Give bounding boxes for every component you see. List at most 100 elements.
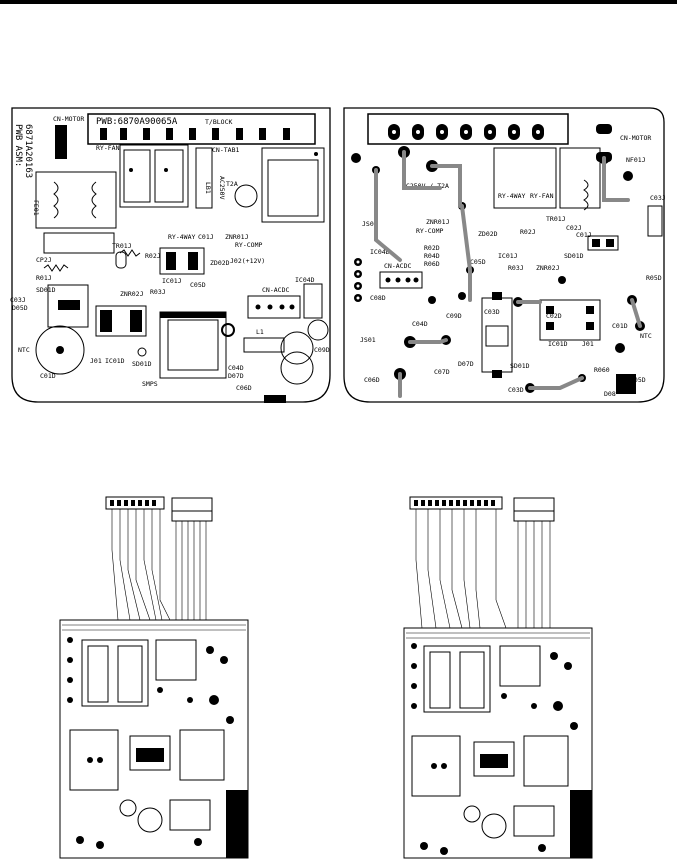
label-r-js02: JS02 <box>362 220 378 228</box>
label-t2a: T2A <box>226 180 238 188</box>
label-ac250v: AC250V <box>218 176 226 200</box>
label-r-c04d: C04D <box>412 320 428 328</box>
label-r-r02j: R02J <box>520 228 536 236</box>
label-r01j: R01J <box>36 274 52 282</box>
label-r-znr02j: ZNR02J <box>536 264 560 272</box>
bottom-right-assembly <box>403 496 593 859</box>
label-r-c07d: C07D <box>434 368 450 376</box>
pwb-title-block <box>87 113 316 145</box>
label-r-r05d-b: R05D <box>630 376 646 384</box>
relay-fan <box>119 144 189 208</box>
label-c04d: C04D <box>228 364 244 372</box>
label-cn-motor: CN-MOTOR <box>53 115 84 123</box>
label-r-ry-fan: RY-FAN <box>530 192 554 200</box>
label-c06d: C06D <box>236 384 252 392</box>
ic01d-outline <box>95 305 147 337</box>
label-r-r03j: R03J <box>508 264 524 272</box>
label-r-r05d-a: R05D <box>646 274 662 282</box>
label-fe01: FE01 <box>32 200 40 216</box>
label-cn-tab1: CN-TAB1 <box>212 146 239 154</box>
label-sd01d-b: SD01D <box>132 360 152 368</box>
right-board: CN-MOTOR NF01J AC250V / T2A RY-4WAY RY-F… <box>343 107 666 403</box>
label-cn-acdc: CN-ACDC <box>262 286 289 294</box>
label-r-c01d: C01D <box>612 322 628 330</box>
label-c09d: C09D <box>314 346 330 354</box>
terminal-block <box>100 128 290 140</box>
label-r-sd01d-b: SD01D <box>510 362 530 370</box>
label-r-d08: D08 <box>604 390 616 398</box>
label-r-j01: J01 <box>582 340 594 348</box>
label-r-c05d: C05D <box>470 258 486 266</box>
label-r-r04d: R04D <box>424 252 440 260</box>
label-co1j: C01J <box>198 233 214 241</box>
cn-acdc-connector <box>247 295 301 319</box>
connector-small-right <box>513 497 555 512</box>
ic01j-outline <box>159 247 205 275</box>
fuse-circle <box>234 184 258 208</box>
label-r02j: R02J <box>145 252 161 260</box>
label-r-ic04d: IC04D <box>370 248 390 256</box>
label-ic01d: IC01D <box>105 357 125 365</box>
label-ry-4way: RY-4WAY <box>168 233 195 241</box>
cn-motor-connector <box>55 125 67 159</box>
label-r-c03j: C03J <box>650 194 666 202</box>
label-r-r02d: R02D <box>424 244 440 252</box>
label-j02: J02(+12V) <box>230 257 265 265</box>
label-r-cn-motor: CN-MOTOR <box>620 134 651 142</box>
label-r-c01j: C01J <box>576 231 592 239</box>
connector-multi-pin-left <box>105 496 165 510</box>
label-r-c02d: C02D <box>546 312 562 320</box>
label-lb1: LB1 <box>204 182 212 194</box>
label-c03j: C03J <box>10 296 26 304</box>
label-c01d: C01D <box>40 372 56 380</box>
label-znr02j: ZNR02J <box>120 290 144 298</box>
connector-small-left <box>171 497 213 512</box>
label-r-znr01j: ZNR01J <box>426 218 450 226</box>
label-sd01d-a: SD01D <box>36 286 56 294</box>
label-ntc: NTC <box>18 346 30 354</box>
label-r-cn-acdc: CN-ACDC <box>384 262 411 270</box>
label-r-tr01j: TR01J <box>546 215 566 223</box>
label-r-ic01j: IC01J <box>498 252 518 260</box>
label-r-ntc: NTC <box>640 332 652 340</box>
label-cp2j: CP2J <box>36 256 52 264</box>
label-tr01j: TR01J <box>112 242 132 250</box>
label-r-c06d: C06D <box>364 376 380 384</box>
label-ic04d: IC04D <box>295 276 315 284</box>
label-r-c03d-b: C03D <box>508 386 524 394</box>
label-d05d: D05D <box>12 304 28 312</box>
label-ry-fan: RY-FAN <box>96 144 120 152</box>
transformer-outline <box>35 171 117 229</box>
label-ic01j: IC01J <box>162 277 182 285</box>
label-r-nf01j: NF01J <box>626 156 646 164</box>
label-r-js01: JS01 <box>360 336 376 344</box>
pwb-asm-number: 6871A20163 <box>23 124 33 178</box>
label-r03j: R03J <box>150 288 166 296</box>
label-d07d: D07D <box>228 372 244 380</box>
label-r-zd02d: ZD02D <box>478 230 498 238</box>
label-znr01j: ZNR01J <box>225 233 249 241</box>
pwb-asm-label: PWB ASM: <box>13 124 23 167</box>
label-zd02d: ZD02D <box>210 259 230 267</box>
label-r-ry-4way: RY-4WAY <box>498 192 525 200</box>
label-r-r06d: R06D <box>424 260 440 268</box>
label-r-c02j: C02J <box>566 224 582 232</box>
label-t-block: T/BLOCK <box>205 118 232 126</box>
page-top-rule <box>0 0 677 4</box>
relay-comp <box>261 147 325 223</box>
label-r-d07d: D07D <box>458 360 474 368</box>
bottom-left-assembly <box>59 496 249 859</box>
label-r-ry-comp: RY-COMP <box>416 227 443 235</box>
label-r-c03d: C03D <box>484 308 500 316</box>
connector-multi-pin-right <box>409 496 503 510</box>
label-r-ic01d: IC01D <box>548 340 568 348</box>
label-r-c09d: C09D <box>446 312 462 320</box>
left-board: PWB:6870A90065A T/BLOCK PWB ASM: 6871A20… <box>10 107 331 403</box>
label-r-sd01d: SD01D <box>564 252 584 260</box>
label-r-c08d: C08D <box>370 294 386 302</box>
pwb-title: PWB:6870A90065A <box>96 117 178 127</box>
label-ry-comp: RY-COMP <box>235 241 262 249</box>
label-smps: SMPS <box>142 380 158 388</box>
capacitor-c01d <box>35 325 85 375</box>
